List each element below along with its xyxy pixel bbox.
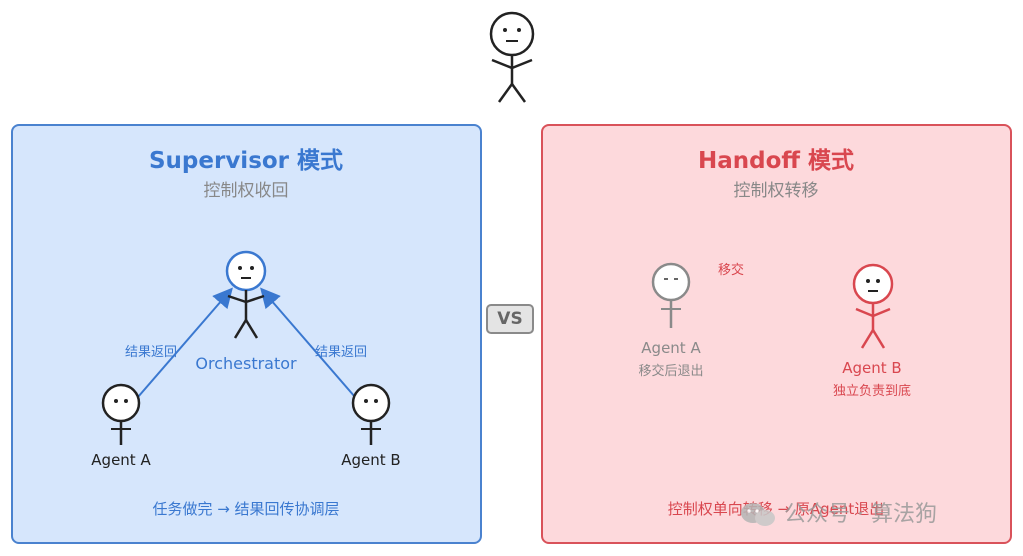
- handoff-agent-a-label: Agent A: [641, 339, 701, 357]
- handoff-agent-b-label: Agent B: [842, 359, 902, 377]
- handoff-agent-a-note: 移交后退出: [638, 364, 704, 379]
- handoff-agent-b-note: 独立负责到底: [832, 384, 912, 399]
- transfer-label: 移交: [717, 263, 745, 278]
- edge-label-right: 结果返回: [314, 345, 368, 360]
- handoff-footer: 控制权单向转移 → 原Agent退出: [667, 500, 885, 518]
- handoff-panel: [541, 124, 1012, 544]
- supervisor-title: Supervisor 模式: [148, 148, 344, 174]
- vs-badge: VS: [486, 304, 534, 334]
- supervisor-agent-b-label: Agent B: [341, 451, 401, 469]
- orchestrator-figure-icon: [225, 250, 267, 339]
- handoff-agent-b-icon: [852, 263, 894, 349]
- watermark-text: 公众号 · 算法狗: [784, 502, 937, 527]
- supervisor-panel: [11, 124, 482, 544]
- supervisor-subtitle: 控制权收回: [203, 181, 289, 201]
- arrow-agent-b-to-orchestrator: [260, 287, 356, 398]
- top-stick-figure-icon: [489, 11, 535, 103]
- supervisor-footer: 任务做完 → 结果回传协调层: [152, 500, 340, 518]
- handoff-agent-a-icon: [651, 262, 691, 328]
- supervisor-agent-b-icon: [351, 383, 391, 445]
- wechat-icon: [741, 503, 775, 526]
- handoff-subtitle: 控制权转移: [733, 181, 819, 201]
- orchestrator-label: Orchestrator: [195, 354, 297, 373]
- handoff-title: Handoff 模式: [697, 148, 855, 174]
- arrow-agent-a-to-orchestrator: [137, 287, 233, 398]
- watermark: 公众号 · 算法狗: [738, 496, 937, 530]
- supervisor-agent-a-icon: [101, 383, 141, 445]
- edge-label-left: 结果返回: [124, 345, 178, 360]
- supervisor-agent-a-label: Agent A: [91, 451, 151, 469]
